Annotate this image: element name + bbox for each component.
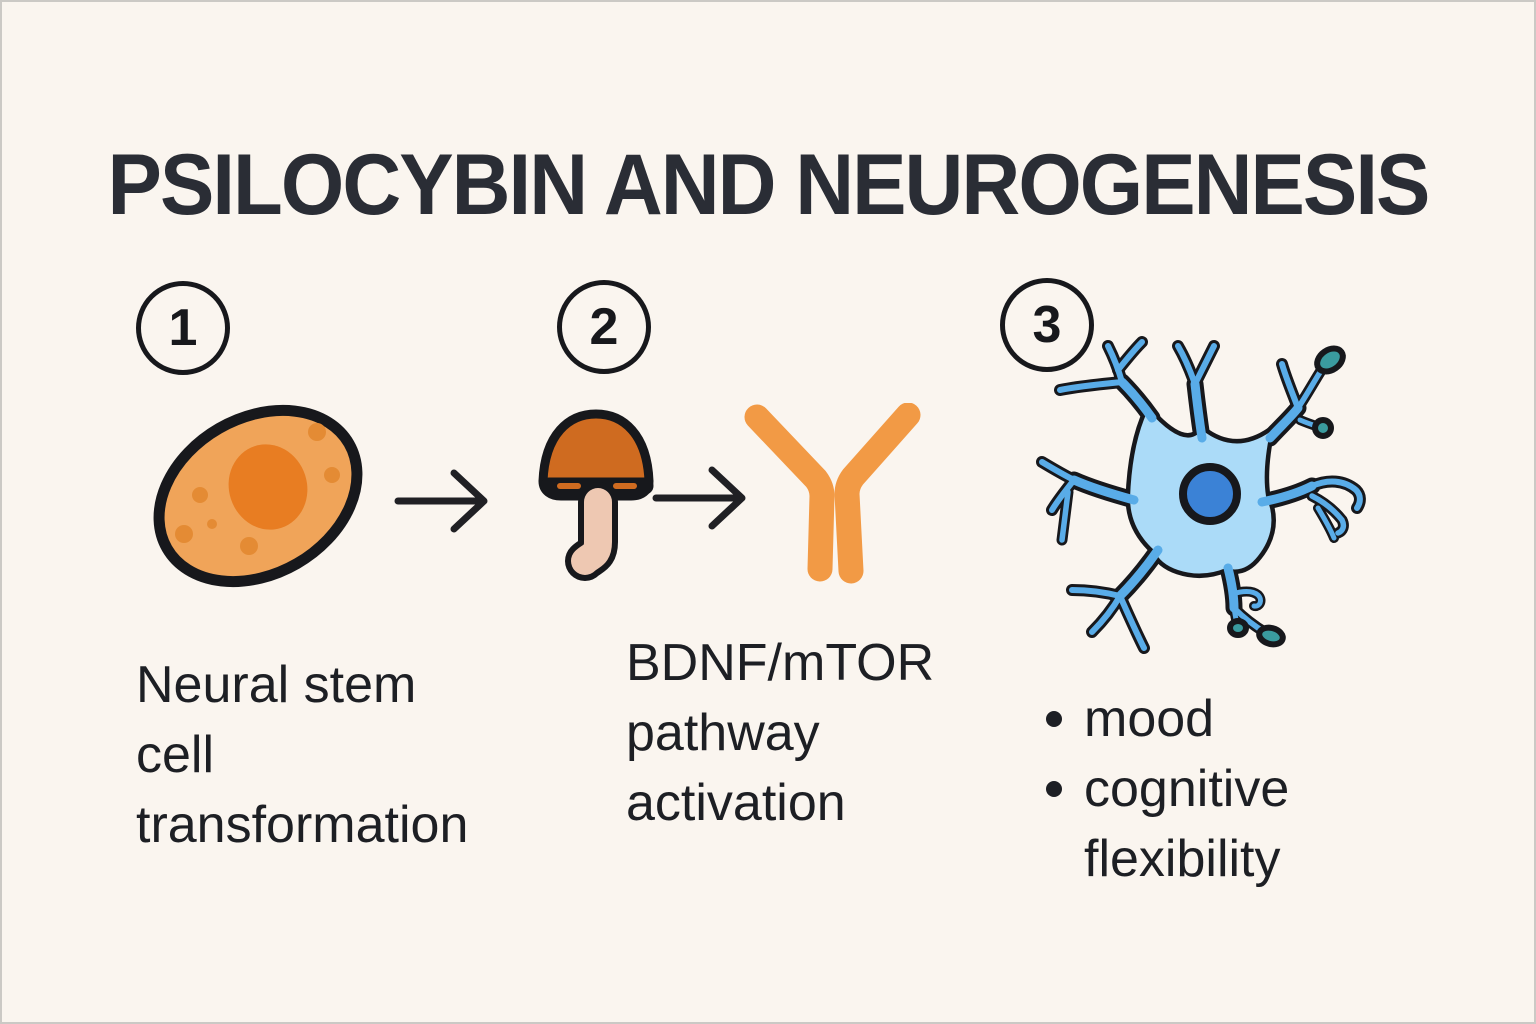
mushroom-icon bbox=[538, 409, 654, 581]
list-item: mood bbox=[1046, 684, 1406, 754]
list-item: cognitive flexibility bbox=[1046, 754, 1406, 894]
right-arrow-icon bbox=[394, 469, 488, 533]
neuron-nucleus bbox=[1179, 463, 1241, 525]
page-title: PSILOCYBIN AND NEUROGENESIS bbox=[107, 135, 1431, 233]
step-2-caption: BDNF/mTOR pathway activation bbox=[626, 628, 1046, 838]
bullet-text: cognitive flexibility bbox=[1084, 760, 1290, 888]
stem-cell-icon bbox=[153, 404, 363, 588]
caption-line: BDNF/mTOR bbox=[626, 634, 935, 692]
step-1-caption: Neural stem cell transformation bbox=[136, 650, 606, 860]
caption-line: activation bbox=[626, 774, 846, 832]
step-1-number: 1 bbox=[168, 299, 198, 357]
caption-line: pathway bbox=[626, 704, 820, 762]
step-3-number: 3 bbox=[1032, 296, 1062, 354]
step-2-badge: 2 bbox=[557, 280, 651, 374]
step-1-badge: 1 bbox=[136, 281, 230, 375]
caption-line: cell bbox=[136, 726, 215, 784]
receptor-y-icon bbox=[744, 403, 921, 584]
neuron-icon bbox=[1030, 330, 1390, 670]
bullet-text: mood bbox=[1084, 690, 1215, 748]
caption-line: Neural stem bbox=[136, 656, 417, 714]
step-3-caption: mood cognitive flexibility bbox=[1046, 684, 1406, 894]
step-3-badge: 3 bbox=[1000, 278, 1094, 372]
right-arrow-icon bbox=[652, 466, 746, 530]
bullet-icon bbox=[1046, 781, 1062, 797]
bullet-icon bbox=[1046, 711, 1062, 727]
step-2-number: 2 bbox=[589, 298, 619, 356]
cell-granules bbox=[175, 423, 340, 555]
caption-line: transformation bbox=[136, 796, 469, 854]
synaptic-terminals bbox=[1227, 345, 1346, 648]
